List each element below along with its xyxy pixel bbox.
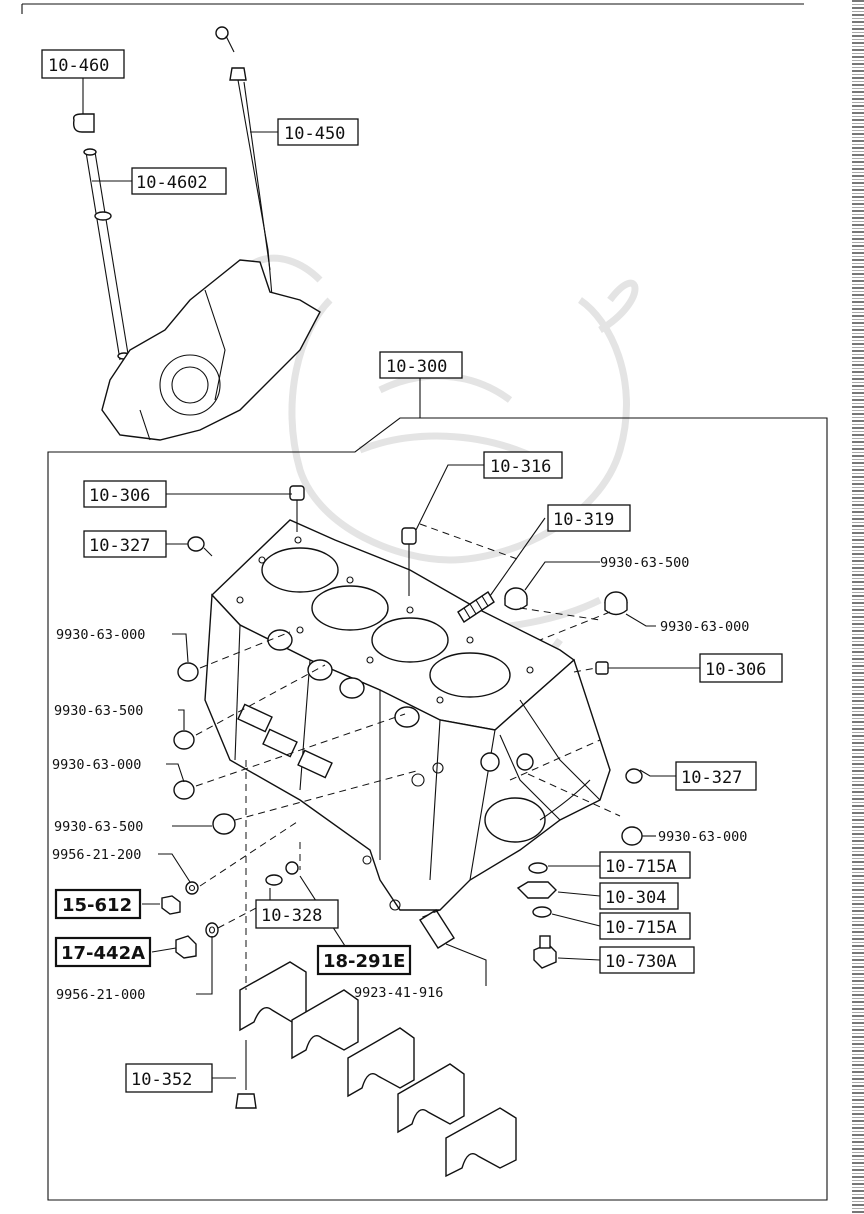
dipstick-tube — [72, 113, 131, 361]
svg-text:10-352: 10-352 — [131, 1070, 192, 1090]
svg-text:10-715A: 10-715A — [605, 918, 677, 938]
scanned-page-edge — [852, 0, 864, 1214]
o-ring-10-328 — [265, 861, 299, 886]
drain-plug-15-612 — [161, 895, 181, 915]
label-9930-63-000-a: 9930-63-000 — [660, 619, 749, 635]
label-9930-63-500-b: 9930-63-500 — [54, 703, 143, 719]
label-18-291E: 18-291E — [316, 944, 412, 976]
assembly-frame — [47, 417, 828, 1201]
cap-10-306-top — [289, 485, 305, 532]
cylinder-block — [204, 519, 611, 911]
plug-9930-63-000-top-right — [604, 591, 628, 616]
label-10-460: 10-460 — [41, 49, 125, 79]
label-10-319: 10-319 — [547, 504, 631, 532]
oil-jet-parts — [516, 862, 557, 969]
label-10-450: 10-450 — [277, 118, 359, 146]
plug-9930-63-000-right-low — [621, 826, 643, 846]
plug-10-327-left — [187, 536, 213, 557]
svg-text:10-300: 10-300 — [386, 357, 447, 377]
label-9930-63-500-c: 9930-63-500 — [54, 819, 143, 835]
label-17-442A: 17-442A — [54, 936, 152, 968]
cap-10-306-right — [595, 661, 609, 675]
label-10-306-a: 10-306 — [83, 480, 167, 508]
label-10-304: 10-304 — [599, 882, 679, 910]
svg-text:10-306: 10-306 — [705, 660, 766, 680]
label-9930-63-000-b: 9930-63-000 — [56, 627, 145, 643]
svg-text:10-319: 10-319 — [553, 510, 614, 530]
oil-pump-cover — [101, 259, 321, 441]
dashed-guides — [195, 523, 621, 990]
label-15-612: 15-612 — [54, 888, 142, 920]
label-10-715A-b: 10-715A — [599, 912, 691, 940]
washer-9956-21-200 — [185, 881, 199, 895]
svg-text:10-328: 10-328 — [261, 906, 322, 926]
label-9923-41-916: 9923-41-916 — [354, 985, 443, 1001]
label-9956-21-200: 9956-21-200 — [52, 847, 141, 863]
label-9930-63-000-d: 9930-63-000 — [658, 829, 747, 845]
label-10-327-a: 10-327 — [83, 530, 167, 558]
main-bearing-bolt — [235, 1040, 257, 1109]
label-9930-63-000-c: 9930-63-000 — [52, 757, 141, 773]
label-9956-21-000: 9956-21-000 — [56, 987, 145, 1003]
svg-text:18-291E: 18-291E — [323, 951, 405, 972]
label-10-352: 10-352 — [125, 1063, 213, 1093]
drain-plug-17-442A — [175, 935, 197, 959]
svg-text:10-4602: 10-4602 — [136, 173, 208, 193]
label-10-316: 10-316 — [483, 451, 563, 479]
label-10-327-b: 10-327 — [675, 761, 757, 791]
dowel-9923-41-916 — [419, 909, 455, 949]
dipstick — [215, 26, 273, 297]
label-10-730A: 10-730A — [599, 946, 695, 974]
svg-text:17-442A: 17-442A — [61, 943, 145, 964]
svg-text:10-327: 10-327 — [89, 536, 150, 556]
svg-text:10-460: 10-460 — [48, 56, 109, 76]
plug-10-327-right — [625, 768, 643, 784]
left-plugs — [173, 662, 236, 835]
svg-text:10-327: 10-327 — [681, 768, 742, 788]
svg-text:10-730A: 10-730A — [605, 952, 677, 972]
svg-text:10-316: 10-316 — [490, 457, 551, 477]
label-10-306-b: 10-306 — [699, 653, 783, 683]
svg-text:10-450: 10-450 — [284, 124, 345, 144]
svg-text:10-715A: 10-715A — [605, 857, 677, 877]
plug-9930-63-500-top — [504, 587, 528, 611]
label-9930-63-500-a: 9930-63-500 — [600, 555, 689, 571]
label-10-4602: 10-4602 — [131, 167, 227, 195]
main-bearing-caps — [239, 961, 517, 1178]
svg-text:15-612: 15-612 — [62, 895, 132, 916]
label-10-328: 10-328 — [255, 899, 339, 929]
label-10-300: 10-300 — [379, 351, 463, 379]
label-10-715A-a: 10-715A — [599, 851, 691, 879]
svg-text:10-304: 10-304 — [605, 888, 666, 908]
washer-9956-21-000 — [205, 922, 219, 938]
svg-text:10-306: 10-306 — [89, 486, 150, 506]
spring-10-319 — [457, 517, 546, 623]
cap-10-316 — [401, 527, 417, 596]
